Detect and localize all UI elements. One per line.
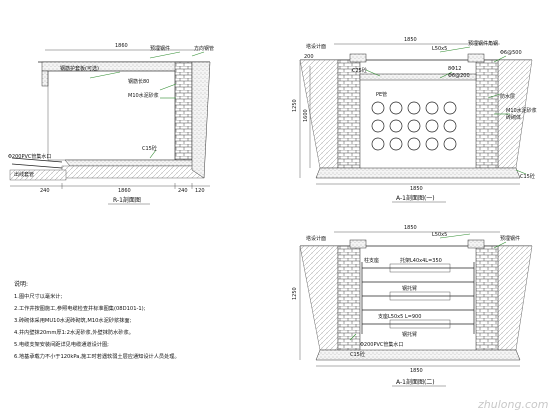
note-line: 5.电缆支架安装间距详见电缆通道设计图; bbox=[14, 340, 109, 348]
plan-callout-mortar: M10水泥砂浆 bbox=[128, 92, 159, 99]
sec1-label-mortar: M10水泥砂浆 bbox=[506, 107, 537, 114]
sec1-label-top: 塔设计面 bbox=[306, 43, 326, 50]
sec1-label-steel: L50x5 bbox=[432, 46, 447, 52]
plan-dim-top: 1860 bbox=[115, 43, 128, 49]
sec1-dim-bottom: 1850 bbox=[410, 186, 423, 192]
sec2-label-steel: L50x5 bbox=[432, 232, 447, 238]
sec1-dim-top: 1850 bbox=[404, 37, 417, 43]
sec1-label-conduit: PE管 bbox=[376, 91, 387, 98]
plan-callout-rebar: 钢筋护套板(可选) bbox=[60, 65, 99, 72]
sec1-label-cover: Φ6@500 bbox=[500, 50, 522, 56]
sec1-label-r2: 砖砌体 bbox=[506, 114, 521, 121]
plan-callout-pipe-dir: 方向钢管 bbox=[194, 45, 214, 52]
note-line: 6.地基承载力不小于120kPa,施工时若遇软弱土层应通知设计人员处理。 bbox=[14, 352, 180, 360]
notes-title: 说明: bbox=[14, 280, 28, 288]
sec1-label-rebar2: Φ6@200 bbox=[448, 73, 470, 79]
sec2-label-p2: 托架L40x4L=350 bbox=[400, 257, 442, 264]
sec2-label-p5: 钢托臂 bbox=[402, 331, 417, 338]
sec2-label-p1: 柱支座 bbox=[364, 257, 379, 264]
section-2 bbox=[299, 231, 533, 367]
sec2-label-top: 塔设计面 bbox=[306, 235, 326, 242]
sec2-dim-bottom: 1850 bbox=[410, 368, 423, 374]
sec2-label-cover: 预埋钢件 bbox=[500, 235, 520, 242]
note-line: 3.砖砌体采用MU10水泥砖砌筑,M10水泥砂浆抹面; bbox=[14, 316, 132, 324]
sec1-label-c15: C15砼 bbox=[520, 173, 535, 180]
plan-dim-right: 240 bbox=[178, 188, 188, 194]
sec2-label-pvc: Φ200PVC管集水口 bbox=[360, 341, 403, 348]
cable-brackets bbox=[361, 262, 475, 334]
watermark: zhulong.com bbox=[477, 398, 548, 411]
plan-callout-steel: 钢筋长80 bbox=[128, 78, 149, 85]
sec1-label-rebar: 8Φ12 bbox=[448, 66, 461, 72]
plan-section: 1860 bbox=[9, 43, 211, 189]
sec1-label-r1: 防水层 bbox=[500, 93, 515, 100]
sec2-label-c15: C15砼 bbox=[350, 351, 365, 358]
sec2-dim-top: 1850 bbox=[404, 225, 417, 231]
sec2-dim-h: 1250 bbox=[292, 287, 298, 300]
sec1-dim-h: 1250 bbox=[292, 99, 298, 112]
notes-block: 说明: 1.图中尺寸以毫米计; 2.工作井按图施工,参照电缆检查井标准图集(08… bbox=[14, 280, 180, 360]
note-line: 4.井内壁抹20mm厚1:2水泥砂浆,外壁抹防水砂浆。 bbox=[14, 328, 134, 336]
sec1-label-frame: 预埋钢件角钢 bbox=[468, 40, 498, 47]
plan-title: R-1剖面图 bbox=[113, 196, 141, 204]
plan-callout-inlet: 出线套管 bbox=[14, 171, 34, 178]
sec1-dim-h2: 1600 bbox=[303, 109, 309, 122]
sec1-title: A-1剖面图(一) bbox=[396, 194, 435, 202]
note-line: 1.图中尺寸以毫米计; bbox=[14, 292, 62, 300]
section-1 bbox=[299, 43, 533, 185]
sec1-dim-top-left: 200 bbox=[304, 54, 314, 60]
sec2-label-p3: 钢托臂 bbox=[402, 285, 417, 292]
sec1-label-c25: C25砼 bbox=[352, 67, 367, 74]
sec2-title: A-1剖面图(二) bbox=[396, 378, 435, 386]
plan-callout-c15: C15砼 bbox=[142, 145, 157, 152]
note-line: 2.工作井按图施工,参照电缆检查井标准图集(08D101-1); bbox=[14, 304, 146, 312]
conduit-group-1 bbox=[371, 101, 457, 151]
plan-dim-total: 1860 bbox=[118, 188, 131, 194]
plan-callout-pipe: Φ200PVC管集水口 bbox=[8, 153, 51, 160]
plan-callout-frame: 预埋钢件 bbox=[150, 45, 170, 52]
plan-dim-right2: 120 bbox=[195, 188, 205, 194]
plan-dim-left: 240 bbox=[40, 188, 50, 194]
sec2-label-p4: 支座L50x5 L=900 bbox=[378, 313, 421, 320]
